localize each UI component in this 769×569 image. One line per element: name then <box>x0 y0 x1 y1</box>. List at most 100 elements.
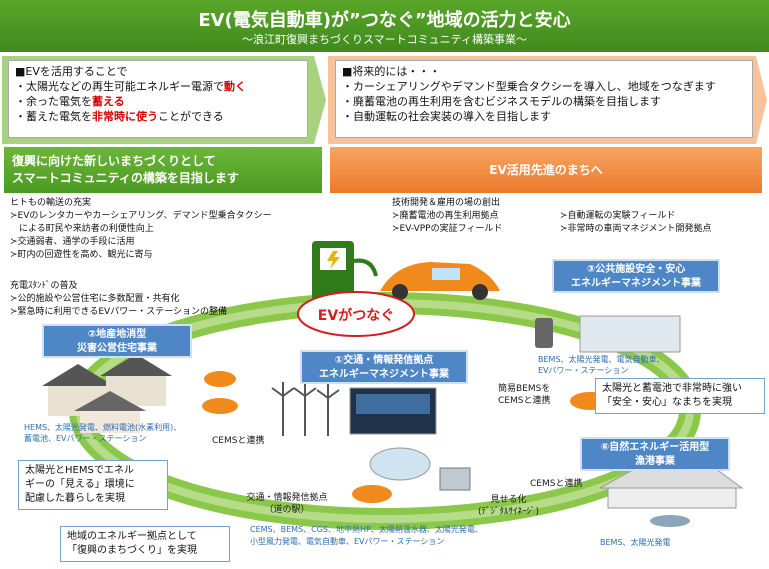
node-transport-hub: ①交通・情報発信拠点 エネルギーマネジメント事業 <box>300 350 468 384</box>
bems-equipment-label: BEMS、太陽光発電、電気自動車、 EVパワー・ステーション <box>538 354 738 376</box>
node-fishing-port-line-1: ⑥自然エネルギー活用型 <box>600 442 710 453</box>
note-safety-line-2: 「安全・安心」なまちを実現 <box>602 397 732 408</box>
center-oval <box>297 291 415 337</box>
note-housing-line-1: 太陽光とHEMSでエネル <box>25 465 134 476</box>
cems-link-right: CEMSと連携 <box>530 479 583 489</box>
ev-car-wheel <box>392 284 408 300</box>
tech-heading: 技術開発＆雇用の場の創出 <box>392 198 501 208</box>
station-building-icon <box>369 447 431 481</box>
tech-columns: ≻廃蓄電池の再生利用拠点 ≻EV-VPPの実証フィールド ≻自動運転の実験フィー… <box>392 210 762 236</box>
note-safety-line-1: 太陽光と蓄電池で非常時に強い <box>602 383 742 394</box>
note-energy-hub-line-1: 地域のエネルギー拠点として <box>67 531 197 542</box>
cems-link-left: CEMSと連携 <box>212 436 265 446</box>
node-disaster-housing-line-1: ②地産地消型 <box>87 329 147 340</box>
ev-connects-label: EVがつなぐ <box>317 308 395 324</box>
tech-item: ≻非常時の車両マネジメント開発拠点 <box>560 224 712 234</box>
simple-bems-line-2: CEMSと連携 <box>498 396 551 406</box>
tech-col-2: ≻自動運転の実験フィールド ≻非常時の車両マネジメント開発拠点 <box>560 210 712 236</box>
small-car-icon <box>204 371 236 387</box>
fishing-port-shed <box>607 487 737 509</box>
note-housing: 太陽光とHEMSでエネル ギーの「見える」環境に 配慮した暮らしを実現 <box>18 460 168 510</box>
transport-line-2: による町民や来訪者の利便性向上 <box>10 224 154 234</box>
note-energy-hub-line-2: 「復興のまちづくり」を実現 <box>67 545 197 556</box>
ev-benefits-heading: ■EVを活用することで <box>15 65 128 78</box>
visualization-label: 見せる化 (ﾃﾞｼﾞﾀﾙｻｲﾈｰｼﾞ) <box>478 494 539 518</box>
charging-section: 充電ｽﾀﾝﾄﾞの普及 ≻公的施設や公営住宅に多数配置・共有化 ≻緊急時に利用でき… <box>10 280 310 319</box>
tech-section: 技術開発＆雇用の場の創出 ≻廃蓄電池の再生利用拠点 ≻EV-VPPの実証フィール… <box>392 197 762 236</box>
hems-equipment-line-2: 蓄電池、EVパワー・ステーション <box>24 434 147 443</box>
control-room-screen <box>356 394 430 414</box>
node-disaster-housing: ②地産地消型 災害公営住宅事業 <box>42 324 192 358</box>
station-equipment-line-1: CEMS、BEMS、CGS、地中熱HP、太陽熱温水器、太陽光発電、 <box>250 525 483 534</box>
node-transport-hub-line-1: ①交通・情報発信拠点 <box>334 355 434 366</box>
ev-benefit-2: ・余った電気を蓄える <box>15 94 301 109</box>
node-public-facility-line-2: エネルギーマネジメント事業 <box>571 278 701 289</box>
smart-community-banner: 復興に向けた新しいまちづくりとして スマートコミュニティの構築を目指します <box>4 147 322 193</box>
station-label: 交通・情報発信拠点 （道の駅） <box>232 492 342 516</box>
note-housing-line-2: ギーの「見える」環境に <box>25 479 135 490</box>
simple-bems-label: 簡易BEMSを CEMSと連携 <box>498 383 550 407</box>
node-fishing-port: ⑥自然エネルギー活用型 漁港事業 <box>580 437 730 471</box>
node-public-facility: ③公共施設安全・安心 エネルギーマネジメント事業 <box>552 259 720 293</box>
header-banner <box>0 0 769 52</box>
ev-benefit-3-text: ・蓄えた電気を <box>15 110 92 123</box>
ev-benefits-box: ■EVを活用することで ・太陽光などの再生可能エネルギー電源で動く ・余った電気… <box>8 60 308 138</box>
tech-item: ≻自動運転の実験フィールド <box>560 211 676 221</box>
visualization-line-1: 見せる化 <box>490 495 527 505</box>
ev-benefit-3-em: 非常時に使う <box>92 110 158 123</box>
station-equipment-line-2: 小型風力発電、電気自動車、EVパワー・ステーション <box>250 537 445 546</box>
bems-equipment-line-1: BEMS、太陽光発電、電気自動車、 <box>538 355 665 364</box>
signage-icon <box>439 467 471 491</box>
ev-benefit-1-em: 動く <box>224 80 246 93</box>
visualization-line-2: (ﾃﾞｼﾞﾀﾙｻｲﾈｰｼﾞ) <box>478 507 540 517</box>
smart-community-line-2: スマートコミュニティの構築を目指します <box>12 171 239 185</box>
future-plans-box: ■将来的には・・・ ・カーシェアリングやデマンド型乗合タクシーを導入し、地域をつ… <box>335 60 753 138</box>
fishing-port-equipment-label: BEMS、太陽光発電 <box>600 538 671 547</box>
charger-pole-icon <box>535 318 553 348</box>
note-housing-line-3: 配慮した暮らしを実現 <box>25 493 125 504</box>
tech-col-1: ≻廃蓄電池の再生利用拠点 ≻EV-VPPの実証フィールド <box>392 210 550 236</box>
ev-benefit-3-post: ことができる <box>158 110 224 123</box>
small-car-icon <box>352 485 392 503</box>
charging-heading: 充電ｽﾀﾝﾄﾞの普及 <box>10 281 78 291</box>
ev-benefit-1: ・太陽光などの再生可能エネルギー電源で動く <box>15 79 301 94</box>
note-safety: 太陽光と蓄電池で非常時に強い 「安全・安心」なまちを実現 <box>595 378 765 414</box>
transport-line-4: ≻町内の回遊性を高め、観光に寄与 <box>10 250 153 260</box>
public-facility-icon <box>579 315 681 353</box>
tech-item: ≻EV-VPPの実証フィールド <box>392 224 503 234</box>
hems-equipment-label: HEMS、太陽光発電、燃料電池(水素利用)、 蓄電池、EVパワー・ステーション <box>24 422 224 444</box>
node-fishing-port-line-2: 漁港事業 <box>635 456 675 467</box>
tech-item: ≻廃蓄電池の再生利用拠点 <box>392 211 499 221</box>
transport-line-1: ≻EVのレンタカーやカーシェアリング、デマンド型乗合タクシー <box>10 211 272 221</box>
future-plans-heading: ■将来的には・・・ <box>342 65 441 78</box>
node-public-facility-line-1: ③公共施設安全・安心 <box>586 264 686 275</box>
charging-line-2: ≻緊急時に利用できるEVパワー・ステーションの整備 <box>10 307 228 317</box>
charging-cable <box>353 258 378 277</box>
transport-line-3: ≻交通弱者、通学の手段に活用 <box>10 237 135 247</box>
bems-equipment-line-2: EVパワー・ステーション <box>538 366 629 375</box>
small-car-icon <box>202 398 238 414</box>
node-transport-hub-line-2: エネルギーマネジメント事業 <box>319 369 449 380</box>
ev-benefit-2-em: 蓄える <box>92 95 125 108</box>
transport-section: ヒトもの輸送の充実 ≻EVのレンタカーやカーシェアリング、デマンド型乗合タクシー… <box>10 197 340 262</box>
future-plan-3: ・自動運転の社会実装の導入を目指します <box>342 110 551 123</box>
transport-heading: ヒトもの輸送の充実 <box>10 198 92 208</box>
lightning-icon <box>327 251 340 269</box>
station-line-2: （道の駅） <box>264 505 310 515</box>
ev-advanced-banner: EV活用先進のまちへ <box>330 147 762 193</box>
ev-benefit-2-text: ・余った電気を <box>15 95 92 108</box>
ev-car-wheel <box>472 284 488 300</box>
simple-bems-line-1: 簡易BEMSを <box>498 384 551 394</box>
charging-line-1: ≻公的施設や公営住宅に多数配置・共有化 <box>10 294 180 304</box>
housing-illustration <box>42 354 172 433</box>
note-energy-hub: 地域のエネルギー拠点として 「復興のまちづくり」を実現 <box>60 526 230 562</box>
page-title: EV(電気自動車)が”つなぐ”地域の活力と安心 <box>198 10 571 31</box>
ev-benefit-3: ・蓄えた電気を非常時に使うことができる <box>15 109 301 124</box>
page-subtitle: ～浪江町復興まちづくりスマートコミュニティ構築事業～ <box>241 33 527 46</box>
smart-community-line-1: 復興に向けた新しいまちづくりとして <box>12 154 216 168</box>
future-plan-2: ・廃蓄電池の再生利用を含むビジネスモデルの構築を目指します <box>342 95 661 108</box>
hems-equipment-line-1: HEMS、太陽光発電、燃料電池(水素利用)、 <box>24 423 182 432</box>
future-plan-1: ・カーシェアリングやデマンド型乗合タクシーを導入し、地域をつなぎます <box>342 80 716 93</box>
station-line-1: 交通・情報発信拠点 <box>246 493 328 503</box>
station-equipment-label: CEMS、BEMS、CGS、地中熱HP、太陽熱温水器、太陽光発電、 小型風力発電… <box>250 524 530 548</box>
